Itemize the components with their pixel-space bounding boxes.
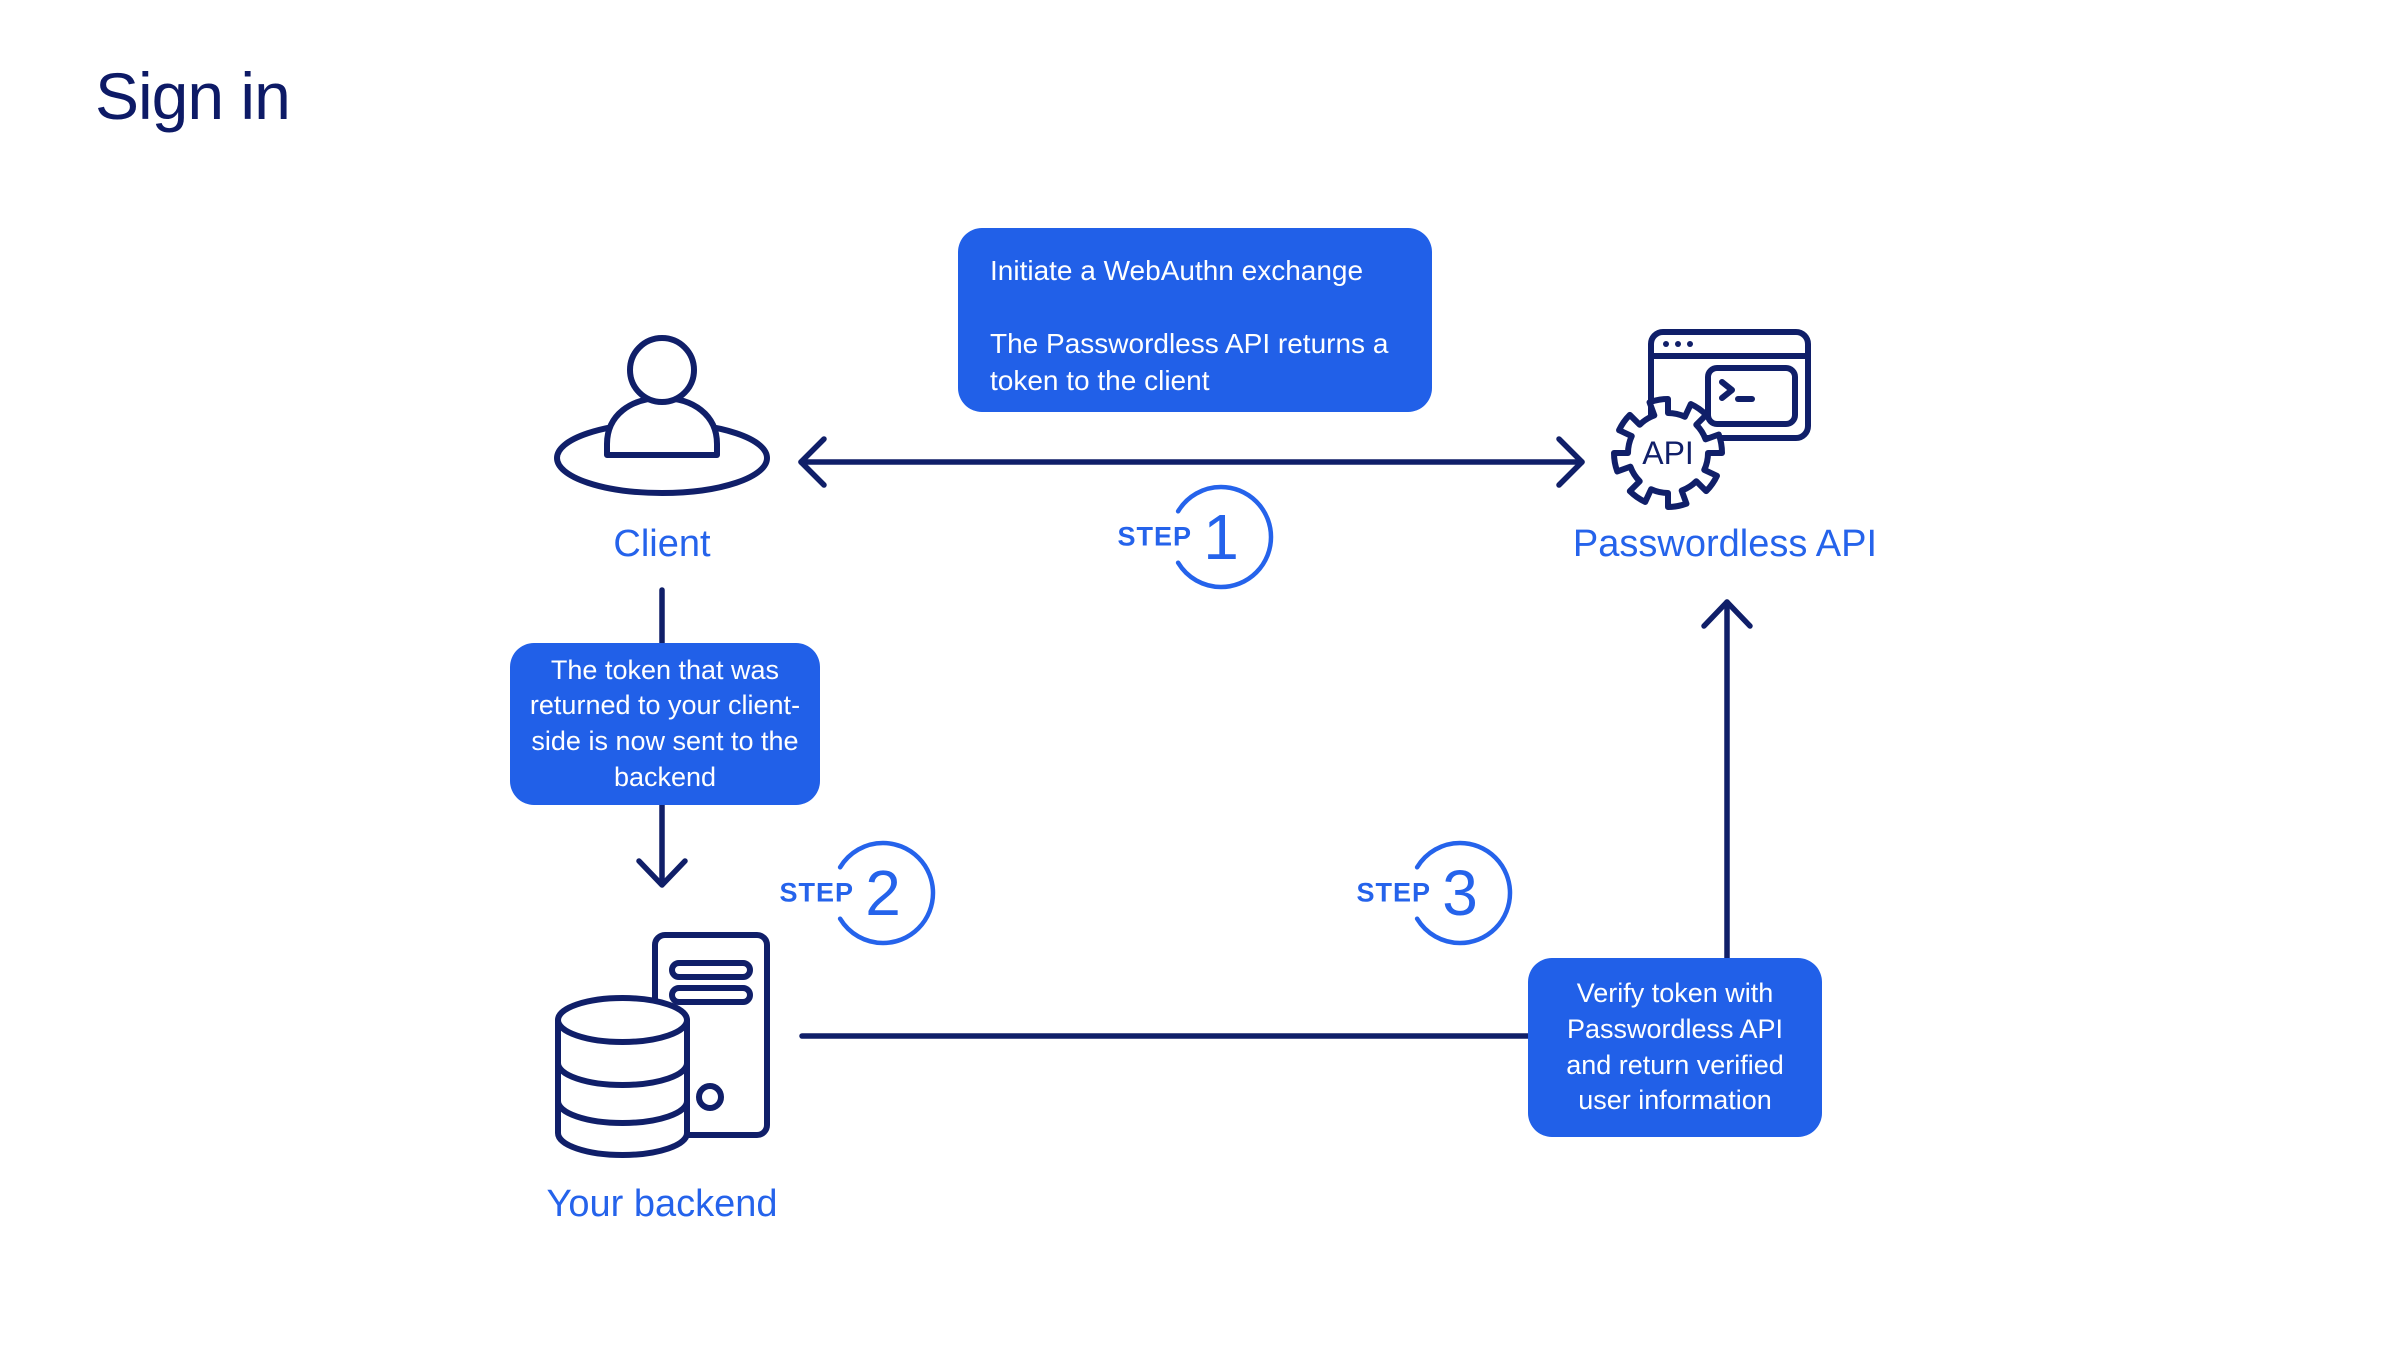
step-3-circle-icon [1407,840,1513,946]
person-icon [554,335,770,496]
step-1-circle-icon [1168,484,1274,590]
callout-step3: Verify token with Passwordless API and r… [1528,958,1822,1137]
step-1-badge: STEP 1 [1117,482,1276,592]
gear-api-text: API [1642,435,1694,471]
step-2-badge: STEP 2 [779,838,938,948]
arrowhead-right [1556,436,1585,488]
client-label: Client [613,523,711,565]
step-2-number: 2 [865,857,901,929]
browser-dots-icon [1663,341,1693,347]
backend-label: Your backend [546,1183,778,1225]
step-3-word: STEP [1356,877,1431,908]
step-1-word: STEP [1117,521,1192,552]
step-3-badge: STEP 3 [1356,838,1515,948]
arrowhead-up [1701,599,1753,629]
step-2-circle-icon [830,840,936,946]
callout-step1-paragraph: The Passwordless API returns a token to … [990,327,1389,396]
callout-step2: The token that was returned to your clie… [510,643,820,805]
callout-step1: Initiate a WebAuthn exchange The Passwor… [958,228,1432,412]
arrowhead-left [798,436,827,488]
database-server-icon [555,932,770,1158]
page-title: Sign in [95,59,291,133]
step-1-number: 1 [1203,501,1239,573]
arrowhead-down [636,858,688,888]
callout-step1-paragraph: Initiate a WebAuthn exchange [990,255,1364,286]
terminal-prompt-icon [1719,379,1735,401]
database-icon [555,995,690,1158]
api-label: Passwordless API [1572,523,1878,565]
gear-icon: API [1611,396,1725,510]
step-2-word: STEP [779,877,854,908]
api-gear-browser-icon: API [1611,329,1811,510]
step-3-number: 3 [1442,857,1478,929]
